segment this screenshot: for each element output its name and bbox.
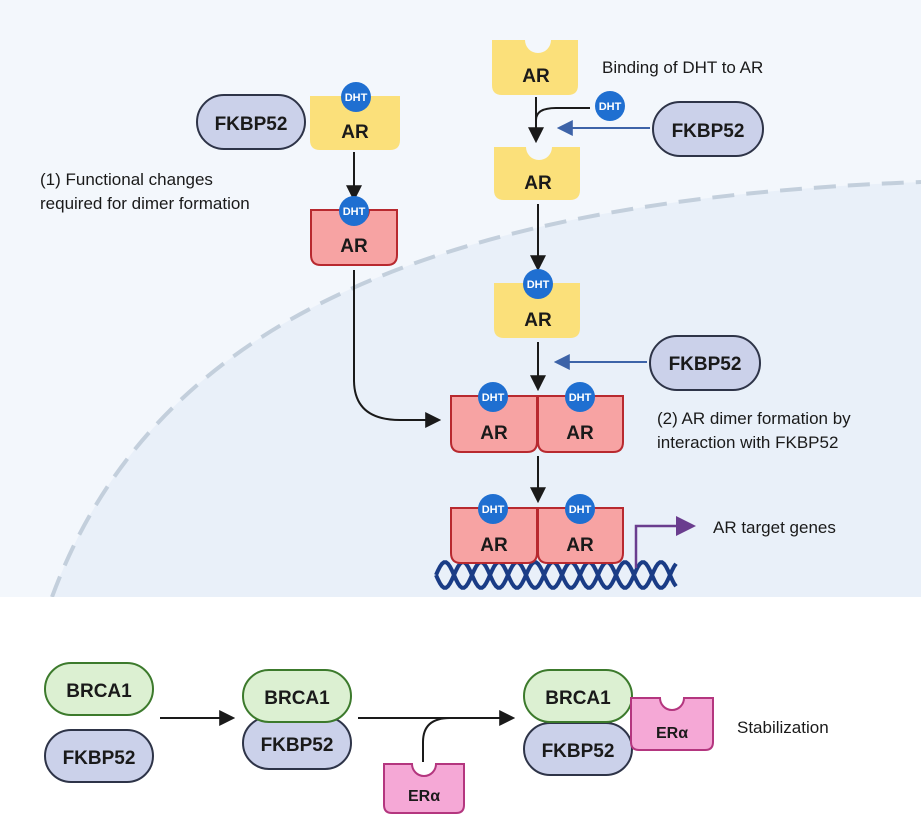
svg-text:FKBP52: FKBP52 <box>215 114 288 135</box>
fkbp52-free: FKBP52 <box>44 729 154 783</box>
dht-left-1: DHT <box>341 82 371 112</box>
svg-text:DHT: DHT <box>527 279 550 291</box>
arrow-er-alpha-join <box>422 717 451 762</box>
fkbp52-nuclear: FKBP52 <box>649 335 761 391</box>
transcription-arrow <box>634 516 696 568</box>
dht-nuclear: DHT <box>523 269 553 299</box>
note-binding-dht: Binding of DHT to AR <box>602 58 763 77</box>
svg-text:FKBP52: FKBP52 <box>261 735 334 756</box>
svg-text:FKBP52: FKBP52 <box>672 121 745 142</box>
svg-text:DHT: DHT <box>569 504 592 516</box>
brca1-complex: BRCA1 <box>242 669 352 723</box>
svg-text:DHT: DHT <box>345 92 368 104</box>
dht-dimer-left: DHT <box>478 382 508 412</box>
svg-text:BRCA1: BRCA1 <box>66 681 132 702</box>
fkbp52-complex: FKBP52 <box>242 716 352 770</box>
svg-text:AR: AR <box>341 122 369 143</box>
fkbp52-stabilized: FKBP52 <box>523 722 633 776</box>
brca1-stabilized: BRCA1 <box>523 669 633 723</box>
svg-text:FKBP52: FKBP52 <box>542 741 615 762</box>
er-alpha-free: ERα <box>383 763 465 814</box>
svg-text:AR: AR <box>566 423 594 444</box>
svg-text:DHT: DHT <box>569 392 592 404</box>
svg-text:FKBP52: FKBP52 <box>669 354 742 375</box>
svg-text:AR: AR <box>340 236 368 257</box>
note-stabilization: Stabilization <box>737 718 829 737</box>
svg-text:AR: AR <box>480 535 508 556</box>
svg-text:AR: AR <box>480 423 508 444</box>
er-alpha-bound: ERα <box>630 697 714 751</box>
svg-text:ERα: ERα <box>656 725 688 742</box>
note-functional-changes-2: required for dimer formation <box>40 194 250 213</box>
svg-text:DHT: DHT <box>599 101 622 113</box>
ar-yellow-top: AR <box>492 40 578 95</box>
dht-free: DHT <box>595 91 625 121</box>
ar-yellow-nuclear: AR <box>494 283 580 338</box>
svg-text:AR: AR <box>566 535 594 556</box>
fkbp52-top-right: FKBP52 <box>652 101 764 157</box>
nuclear-membrane <box>50 180 921 597</box>
svg-text:AR: AR <box>522 66 550 87</box>
svg-text:DHT: DHT <box>482 392 505 404</box>
fkbp52-left: FKBP52 <box>196 94 306 150</box>
brca1-free: BRCA1 <box>44 662 154 716</box>
ar-yellow-left: AR <box>310 96 400 150</box>
svg-text:BRCA1: BRCA1 <box>545 688 611 709</box>
dht-left-2: DHT <box>339 196 369 226</box>
svg-text:BRCA1: BRCA1 <box>264 688 330 709</box>
svg-text:DHT: DHT <box>482 504 505 516</box>
note-target-genes: AR target genes <box>713 518 836 537</box>
arrow-left-to-dimer <box>353 270 442 428</box>
note-dimer-formation-2: interaction with FKBP52 <box>657 433 838 452</box>
svg-text:ERα: ERα <box>408 788 440 805</box>
dht-bound-right: DHT <box>565 494 595 524</box>
dht-dimer-right: DHT <box>565 382 595 412</box>
note-functional-changes-1: (1) Functional changes <box>40 170 213 189</box>
svg-text:FKBP52: FKBP52 <box>63 748 136 769</box>
dht-bound-left: DHT <box>478 494 508 524</box>
ar-yellow-mid: AR <box>494 147 580 200</box>
ar-bound-left: AR <box>450 507 538 564</box>
svg-text:AR: AR <box>524 310 552 331</box>
svg-text:DHT: DHT <box>343 206 366 218</box>
note-dimer-formation-1: (2) AR dimer formation by <box>657 409 851 428</box>
svg-text:AR: AR <box>524 173 552 194</box>
